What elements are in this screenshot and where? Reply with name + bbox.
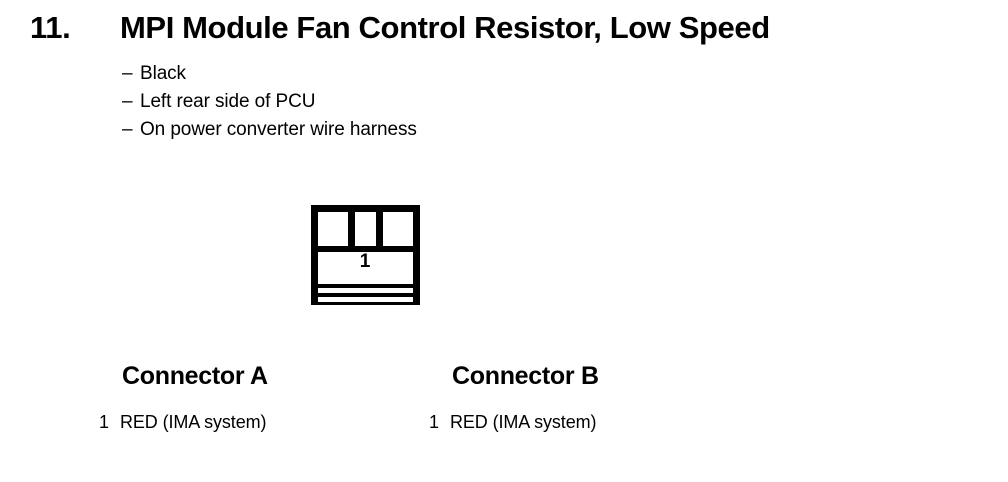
note-item: – On power converter wire harness (122, 116, 417, 144)
connector-b-block: Connector B 1 RED (IMA system) (429, 362, 599, 432)
connector-b-heading: Connector B (452, 362, 599, 390)
pin-description: RED (IMA system) (120, 412, 267, 432)
connector-symbol-pin-label: 1 (360, 251, 371, 272)
note-item: – Left rear side of PCU (122, 88, 417, 116)
connector-a-pin-list: 1 RED (IMA system) (99, 410, 267, 434)
pin-number: 1 (99, 412, 109, 432)
connector-a-heading: Connector A (122, 362, 268, 390)
connector-a-block: Connector A 1 RED (IMA system) (99, 362, 268, 432)
section-title-text: MPI Module Fan Control Resistor, Low Spe… (120, 10, 770, 45)
connector-outline-icon: 1 (311, 205, 420, 305)
dash-icon: – (122, 119, 133, 140)
note-text: Black (140, 63, 186, 84)
dash-icon: – (122, 91, 133, 112)
section-title: 11. MPI Module Fan Control Resistor, Low… (30, 10, 770, 46)
pin-number: 1 (429, 412, 439, 432)
pin-row: 1 RED (IMA system) (99, 410, 267, 434)
pin-row: 1 RED (IMA system) (429, 410, 597, 434)
connector-b-pin-list: 1 RED (IMA system) (429, 410, 597, 434)
section-notes-list: – Black – Left rear side of PCU – On pow… (122, 60, 417, 144)
pin-description: RED (IMA system) (450, 412, 597, 432)
connector-symbol: 1 (311, 205, 420, 305)
note-text: On power converter wire harness (140, 119, 417, 140)
note-item: – Black (122, 60, 417, 88)
section-number: 11. (30, 10, 71, 45)
note-text: Left rear side of PCU (140, 91, 316, 112)
dash-icon: – (122, 63, 133, 84)
